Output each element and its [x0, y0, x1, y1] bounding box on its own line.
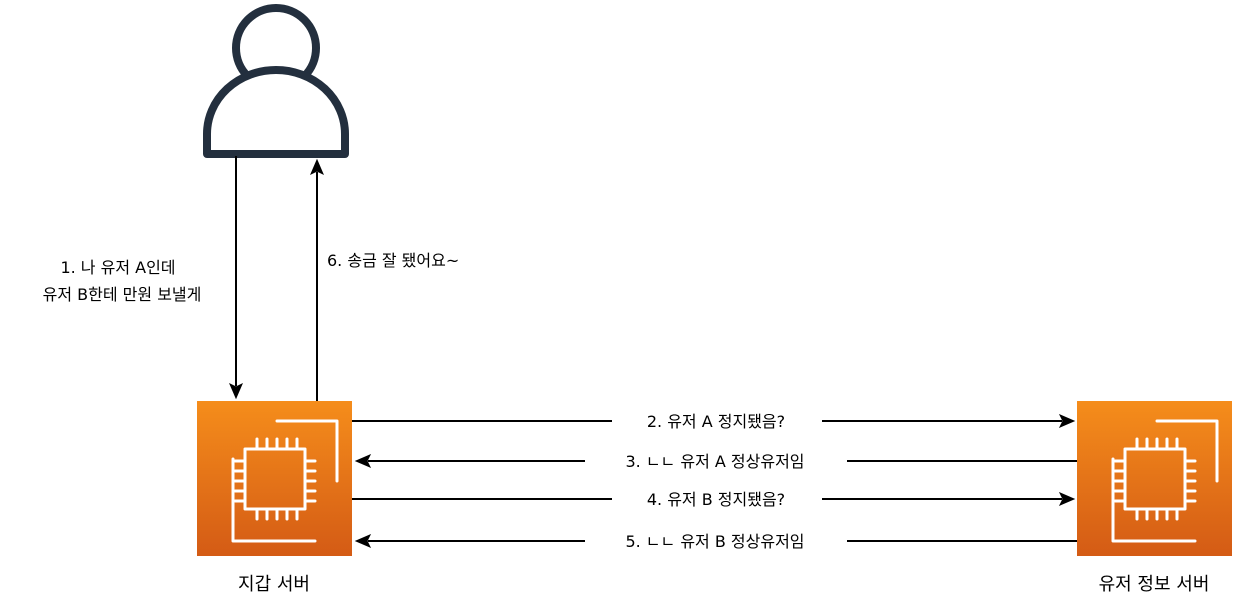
message-1-line-2: 유저 B한테 만원 보낼게	[43, 285, 202, 304]
arrow-6	[310, 158, 324, 401]
message-1-line-1: 1. 나 유저 A인데	[60, 258, 175, 277]
arrow-1	[229, 156, 243, 400]
user-icon	[203, 4, 349, 158]
message-4: 4. 유저 B 정지됐음?	[647, 490, 785, 509]
message-6: 6. 송금 잘 됐어요~	[327, 251, 459, 270]
message-5: 5. ㄴㄴ 유저 B 정상유저임	[625, 532, 804, 551]
user-info-server[interactable]	[1077, 401, 1232, 556]
message-2: 2. 유저 A 정지됐음?	[647, 412, 785, 431]
wallet-server-caption: 지갑 서버	[238, 574, 310, 595]
user-info-server-caption: 유저 정보 서버	[1099, 574, 1210, 595]
message-3: 3. ㄴㄴ 유저 A 정상유저임	[625, 452, 804, 471]
ec2-instance-icon	[1077, 401, 1232, 556]
wallet-server[interactable]	[197, 401, 352, 556]
ec2-instance-icon	[197, 401, 352, 556]
